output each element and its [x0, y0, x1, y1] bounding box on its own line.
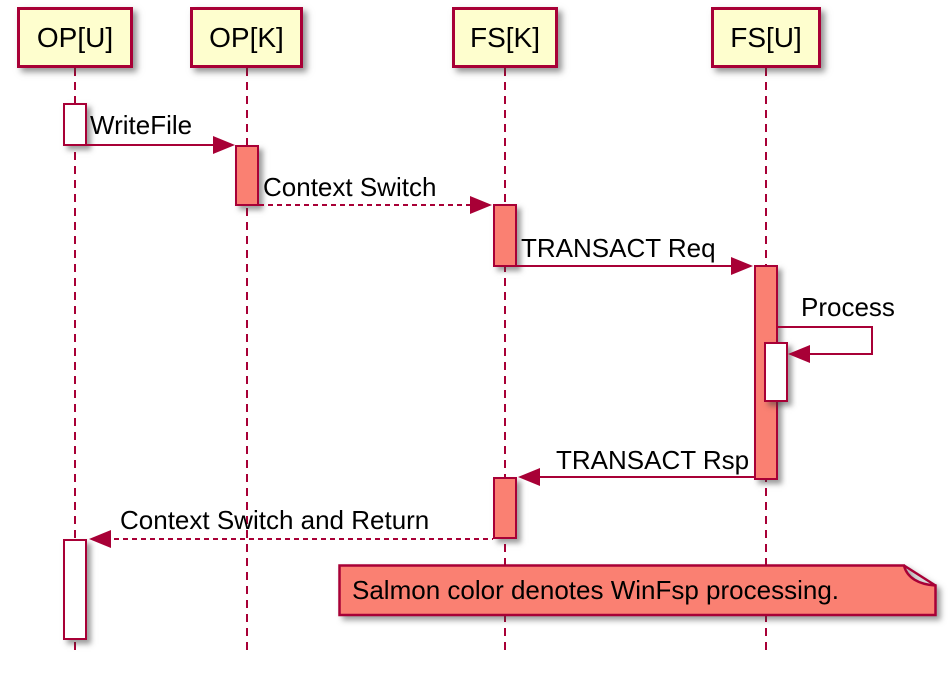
message-process-line-top	[777, 326, 873, 328]
participant-op-k-label: OP[K]	[209, 21, 284, 53]
activation-op-u-end	[63, 539, 87, 640]
message-process-line-bottom	[806, 353, 873, 355]
arrowhead-left-icon	[788, 345, 810, 363]
lifeline-fs-k	[504, 68, 506, 650]
message-context-switch-return-label: Context Switch and Return	[120, 505, 430, 535]
note-shape	[338, 564, 937, 617]
participant-op-u: OP[U]	[17, 7, 133, 68]
message-writefile-line	[87, 144, 217, 146]
arrowhead-right-icon	[470, 196, 492, 214]
activation-op-k	[235, 145, 259, 206]
participant-op-k: OP[K]	[190, 7, 303, 68]
participant-fs-k: FS[K]	[452, 7, 558, 68]
activation-fs-k-response	[493, 477, 517, 539]
message-process-label: Process	[801, 292, 895, 322]
participant-fs-u: FS[U]	[711, 7, 821, 68]
message-context-switch-label: Context Switch	[263, 172, 437, 202]
activation-fs-u-process	[764, 342, 788, 402]
message-transact-req-line	[517, 265, 736, 267]
message-transact-req-label: TRANSACT Req	[521, 233, 716, 263]
lifeline-op-k	[246, 68, 248, 650]
message-process-line-right	[871, 326, 873, 355]
message-transact-rsp-line	[534, 476, 754, 478]
arrowhead-left-icon	[518, 468, 540, 486]
arrowhead-right-icon	[213, 136, 235, 154]
participant-op-u-label: OP[U]	[36, 21, 114, 53]
message-context-switch-return-line	[105, 538, 493, 540]
activation-op-u-start	[63, 103, 87, 146]
participant-fs-k-label: FS[K]	[469, 21, 540, 53]
activation-fs-k-request	[493, 204, 517, 267]
note-text: Salmon color denotes WinFsp processing.	[352, 574, 840, 605]
message-transact-rsp-label: TRANSACT Rsp	[556, 445, 750, 475]
arrowhead-right-icon	[731, 257, 753, 275]
message-writefile-label: WriteFile	[90, 110, 193, 140]
participant-fs-u-label: FS[U]	[730, 21, 802, 53]
message-context-switch-line	[259, 204, 474, 206]
arrowhead-left-icon	[89, 530, 111, 548]
lifeline-op-u	[74, 68, 76, 650]
